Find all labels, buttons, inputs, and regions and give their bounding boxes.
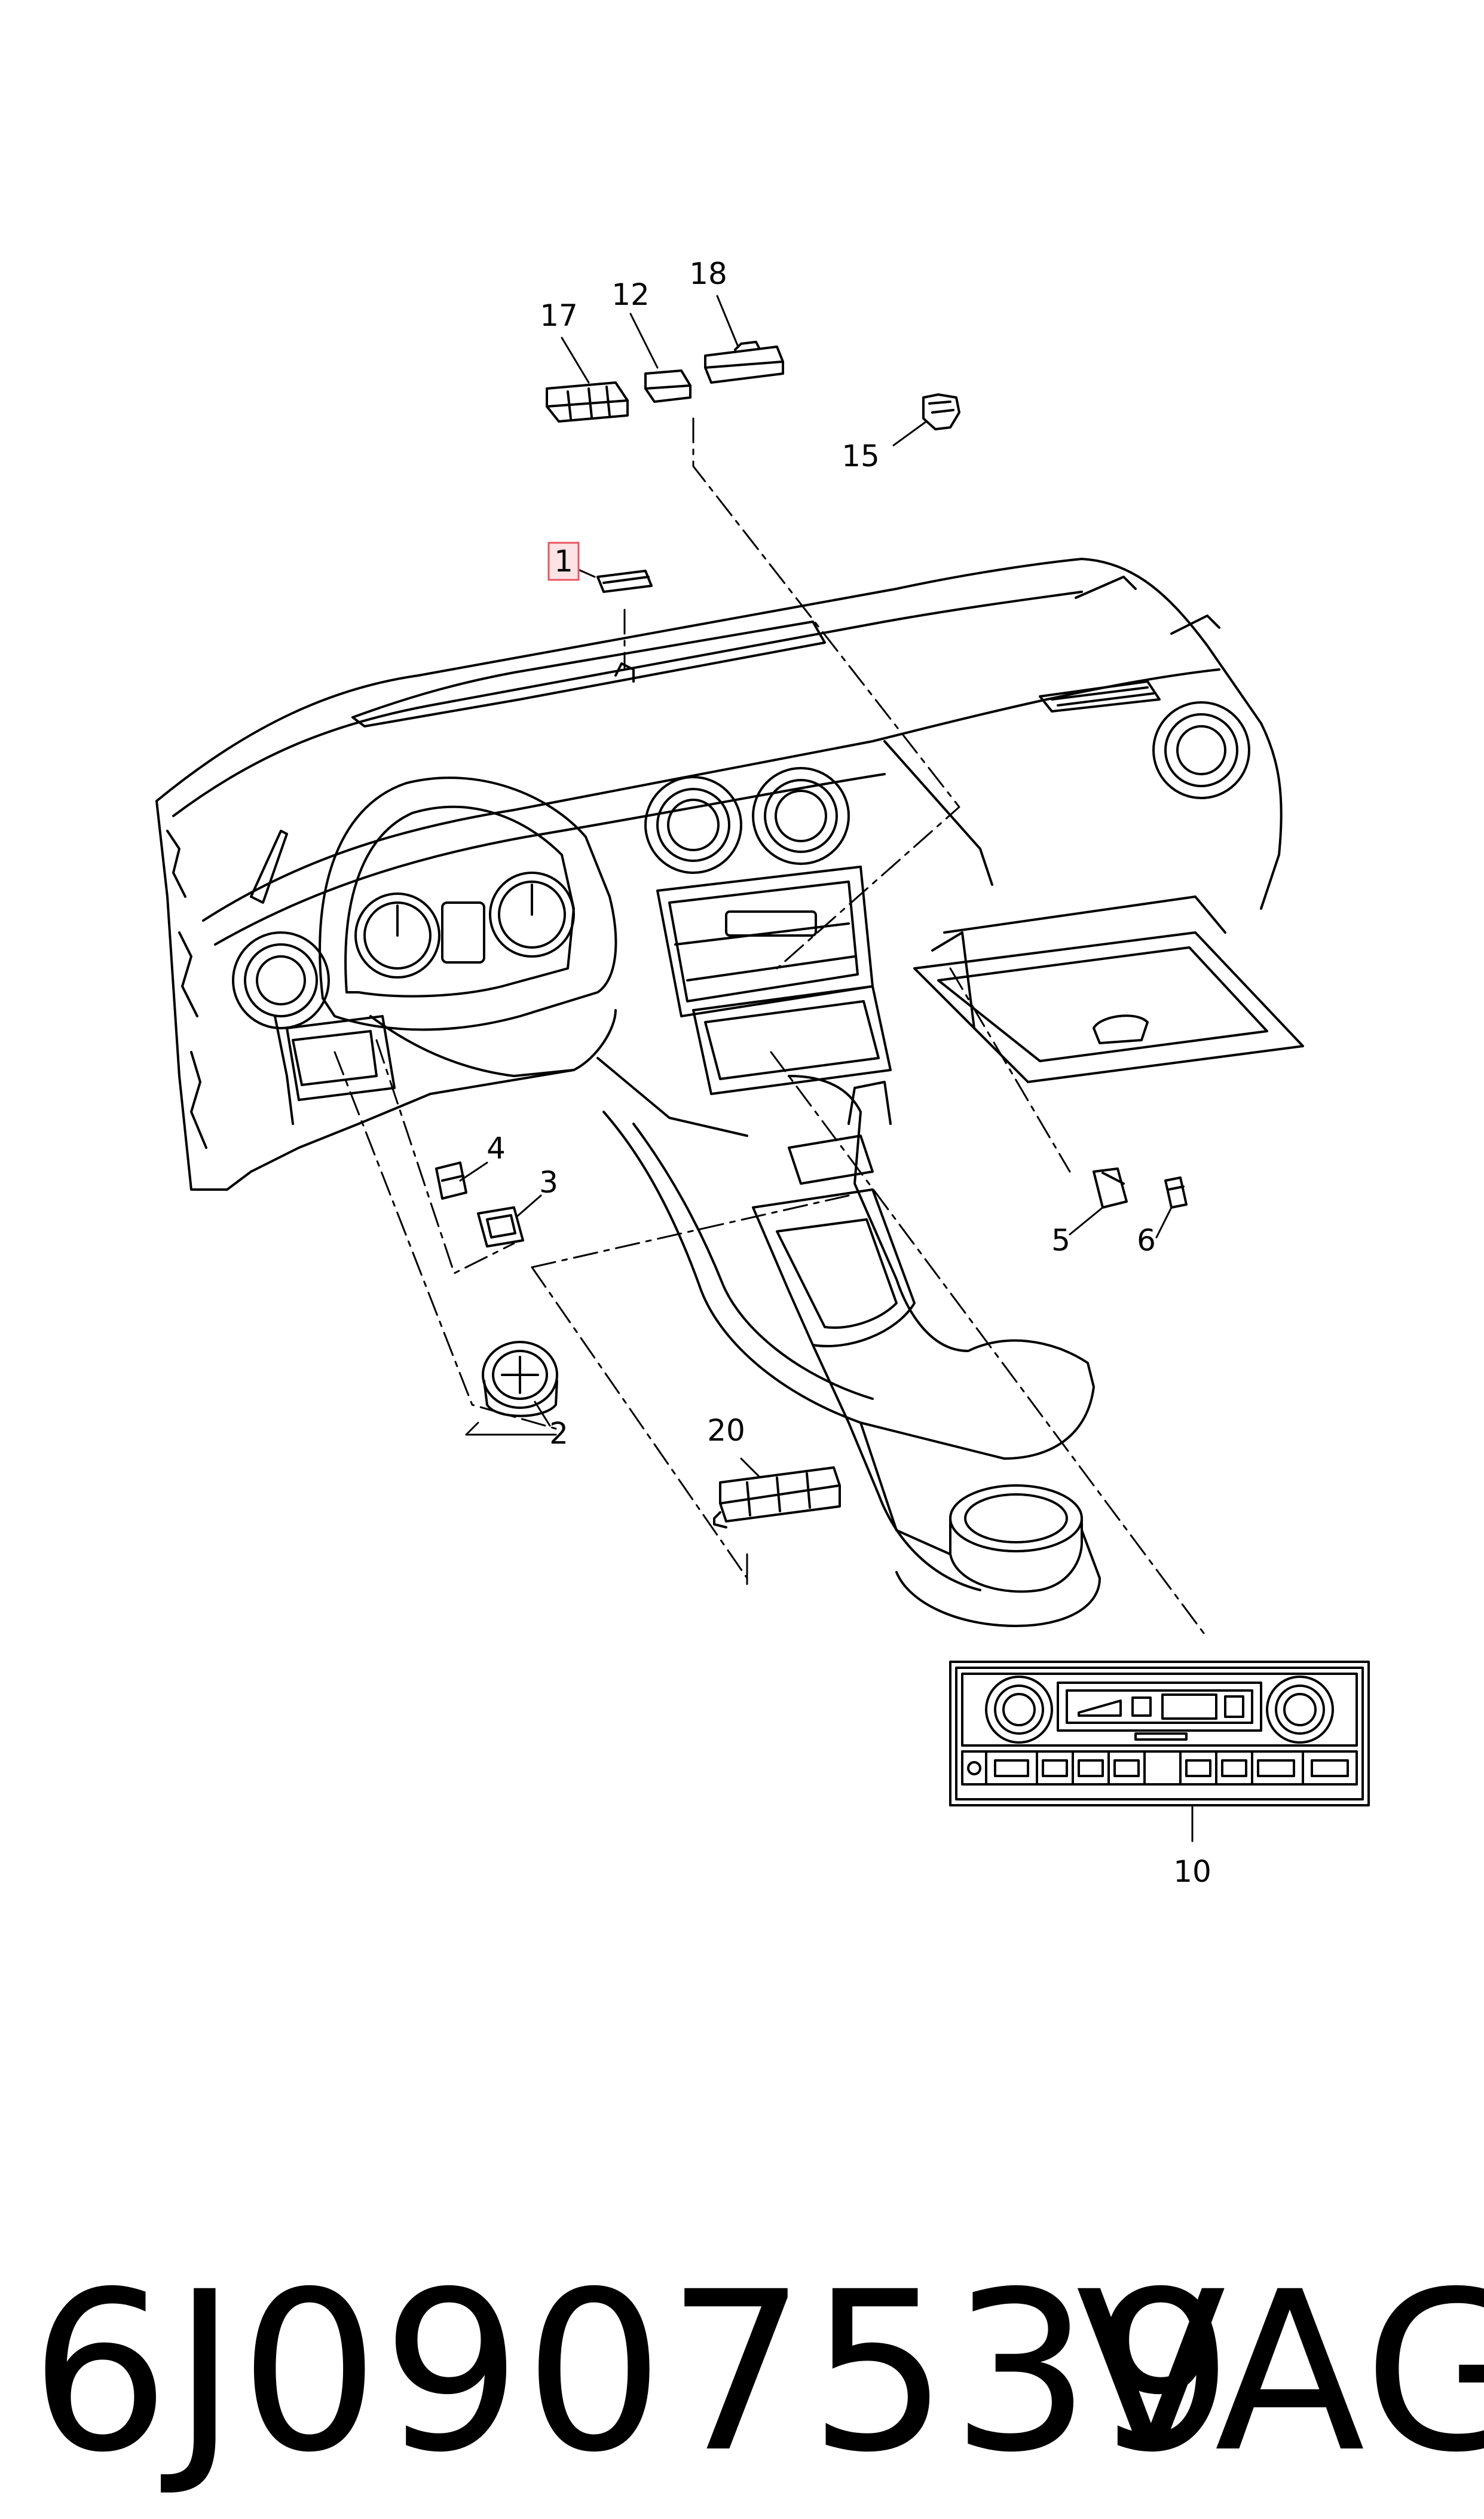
callout-12: 12: [611, 277, 650, 312]
callout-20: 20: [707, 1413, 745, 1448]
part-10-climate-control-panel: [949, 1661, 1370, 1806]
callout-1: 1: [554, 544, 573, 579]
callout-3: 3: [539, 1165, 558, 1200]
brand-label: VAG: [1076, 2244, 1484, 2500]
part-20-switch-panel: [713, 1466, 841, 1528]
callout-15: 15: [842, 439, 880, 473]
callout-17: 17: [540, 298, 578, 333]
part-17-switch: [546, 381, 629, 423]
callout-5: 5: [1051, 1223, 1070, 1258]
part-3-switch: [477, 1206, 524, 1248]
dashboard-illustration: [155, 558, 1304, 1627]
part-5-relay: [1093, 1167, 1128, 1209]
callout-18: 18: [689, 256, 727, 291]
part-1-switch: [596, 570, 653, 593]
part-2-ignition-lock: [482, 1341, 558, 1417]
part-6-relay: [1164, 1176, 1188, 1209]
callout-4: 4: [486, 1131, 506, 1166]
bracket-lines: [465, 1421, 748, 1585]
highlight-box: [547, 542, 580, 581]
part-number: 6J0907539: [30, 2244, 1236, 2500]
part-12-switch: [644, 369, 691, 403]
callout-10: 10: [1173, 1854, 1211, 1889]
part-4-switch: [435, 1161, 467, 1200]
dashed-assembly-lines: [333, 417, 1208, 1639]
callout-2: 2: [549, 1416, 568, 1451]
part-15-clip: [922, 393, 960, 430]
part-18-switch: [704, 341, 784, 384]
callout-6: 6: [1137, 1223, 1156, 1258]
